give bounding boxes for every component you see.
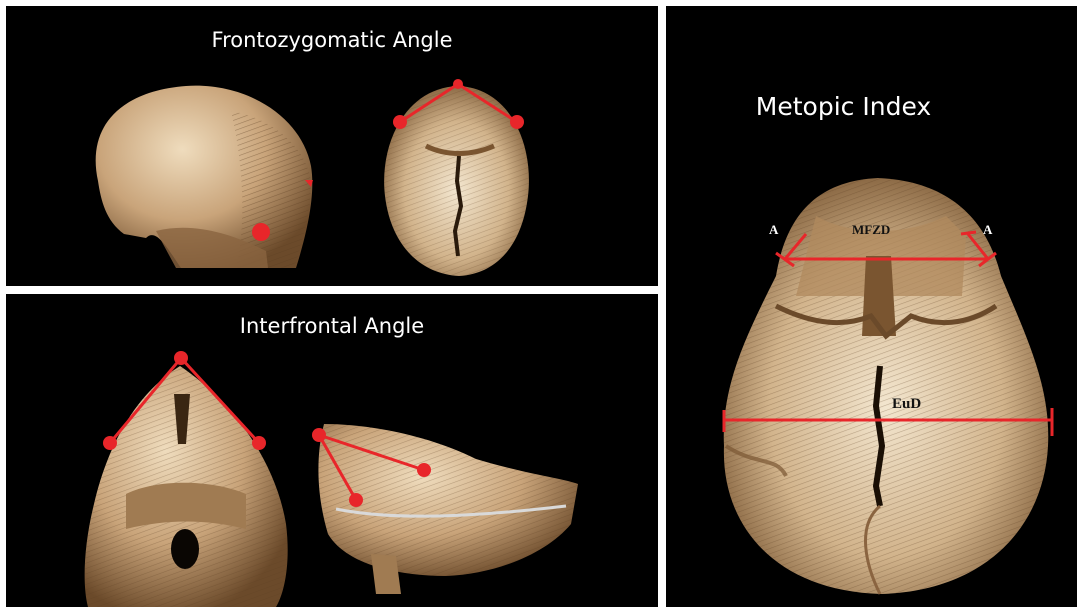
- label-a-left: A: [769, 222, 778, 238]
- metopic-skull-image: [724, 178, 1048, 594]
- label-eud: EuD: [892, 396, 921, 413]
- lateral-skull-image: [96, 86, 313, 268]
- label-mfzd: MFZD: [852, 222, 890, 238]
- frontozygomatic-figure: [6, 6, 658, 286]
- endocranial-skull-image: [85, 351, 288, 607]
- oblique-skull-image: [312, 424, 578, 594]
- frontozygomatic-panel: Frontozygomatic Angle: [6, 6, 658, 286]
- interfrontal-panel: Interfrontal Angle: [6, 294, 658, 607]
- superior-skull-image: [384, 79, 529, 276]
- metopic-figure: [666, 6, 1077, 607]
- label-a-right: A: [983, 222, 992, 238]
- zygomatic-point-marker: [252, 223, 270, 241]
- metopic-index-panel: Metopic Index A MFZD A EuD: [666, 6, 1077, 607]
- interfrontal-figure: [6, 294, 658, 607]
